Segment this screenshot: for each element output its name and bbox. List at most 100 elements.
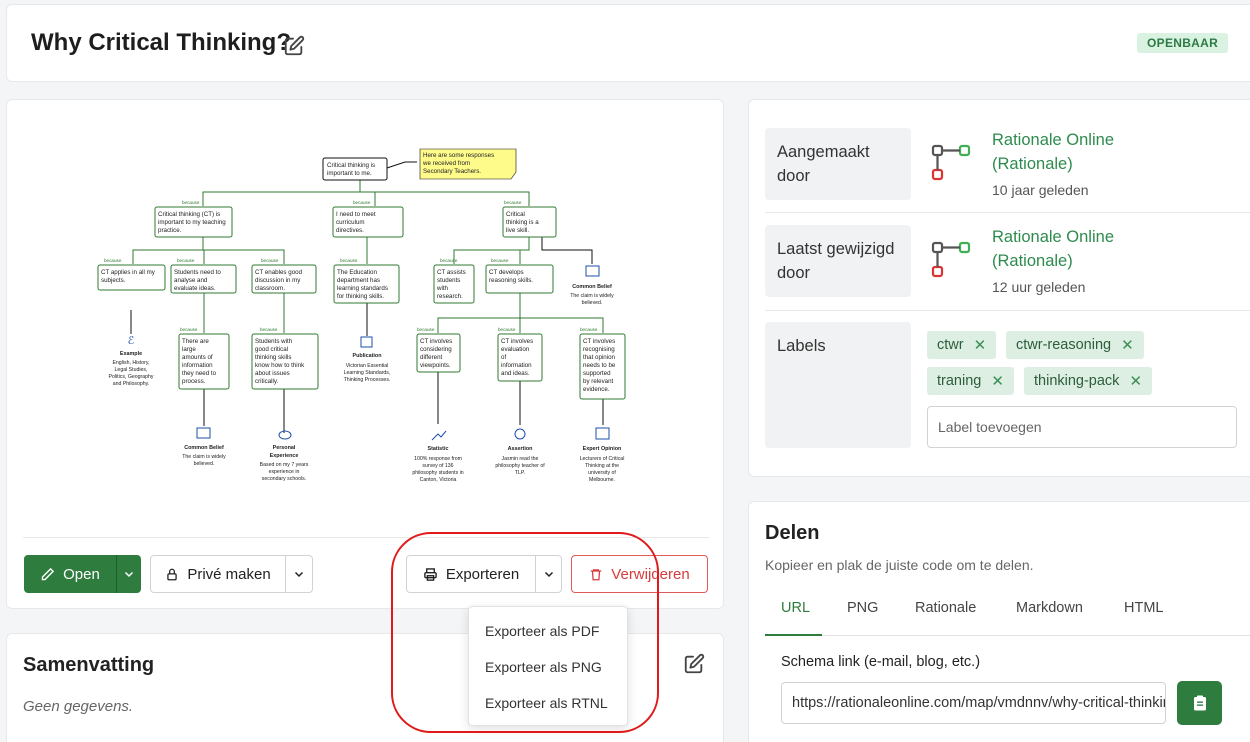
tab-divider	[765, 635, 1250, 636]
svg-text:information: information	[182, 362, 213, 369]
svg-text:Here are some responses: Here are some responses	[423, 152, 494, 159]
tag-chip: traning✕	[927, 367, 1014, 395]
svg-text:they need to: they need to	[182, 370, 217, 377]
map-reason[interactable]: CT assists students with research.	[433, 264, 475, 304]
map-connectors	[130, 161, 604, 433]
common-belief-icon	[196, 427, 211, 439]
user-graph-icon	[931, 241, 971, 278]
open-button[interactable]: Open	[24, 555, 116, 593]
chevron-down-icon	[124, 571, 134, 578]
map-reason[interactable]: The Education department has learning st…	[333, 264, 400, 304]
svg-text:Publication: Publication	[352, 353, 381, 359]
map-evidence[interactable]: Personal Experience Based on my 7 years …	[260, 430, 309, 482]
edit-title-icon[interactable]	[283, 35, 305, 57]
map-reason[interactable]: CT develops reasoning skills.	[485, 264, 554, 294]
map-note[interactable]: Here are some responses we received from…	[419, 148, 517, 180]
map-evidence[interactable]: ℰ Example English, History, Legal Studie…	[109, 335, 154, 387]
map-reason[interactable]: Critical thinking is a live skill.	[502, 206, 557, 238]
svg-text:Example: Example	[120, 351, 142, 357]
tab-png[interactable]: PNG	[847, 600, 879, 616]
tab-rationale[interactable]: Rationale	[915, 600, 977, 616]
tab-url[interactable]: URL	[781, 600, 811, 616]
export-pdf-item[interactable]: Exporteer als PDF	[485, 623, 600, 639]
svg-text:analyse and: analyse and	[174, 277, 208, 284]
svg-text:critically.: critically.	[255, 378, 279, 385]
map-reason[interactable]: Critical thinking (CT) is important to m…	[154, 206, 233, 238]
map-evidence[interactable]: Common Belief The claim is widely believ…	[182, 427, 226, 467]
export-rtnl-item[interactable]: Exporteer als RTNL	[485, 695, 608, 711]
map-info-card: Aangemaakt door Rationale Online (Ration…	[748, 99, 1250, 477]
delete-button[interactable]: Verwijderen	[571, 555, 708, 593]
private-dropdown-toggle[interactable]	[286, 555, 313, 593]
svg-text:know how to think: know how to think	[255, 362, 305, 369]
svg-text:believed.: believed.	[582, 300, 603, 306]
svg-text:that opinion: that opinion	[583, 354, 616, 361]
svg-text:Critical thinking (CT) is: Critical thinking (CT) is	[158, 211, 220, 218]
close-icon[interactable]: ✕	[991, 373, 1004, 390]
tab-markdown[interactable]: Markdown	[1016, 600, 1083, 616]
svg-text:CT enables good: CT enables good	[255, 269, 303, 276]
svg-text:reasoning skills.: reasoning skills.	[489, 277, 533, 284]
visibility-badge: OPENBAAR	[1137, 33, 1229, 53]
map-reason[interactable]: CT involves considering different viewpo…	[416, 333, 461, 373]
map-reason[interactable]: There are large amounts of information t…	[178, 333, 230, 390]
svg-text:research.: research.	[437, 293, 463, 300]
publication-icon	[360, 336, 373, 348]
tag-label: ctwr-reasoning	[1016, 337, 1112, 353]
svg-text:Assertion: Assertion	[508, 446, 533, 452]
export-button[interactable]: Exporteren	[406, 555, 536, 593]
assertion-icon	[514, 428, 526, 440]
svg-text:The claim is widely: The claim is widely	[182, 454, 226, 460]
map-reason[interactable]: CT applies in all my subjects.	[97, 264, 166, 291]
export-png-item[interactable]: Exporteer als PNG	[485, 659, 602, 675]
add-label-input[interactable]	[927, 406, 1237, 448]
created-by-user[interactable]: Rationale Online (Rationale)	[992, 131, 1114, 173]
map-reason[interactable]: Students with good critical thinking ski…	[251, 333, 319, 390]
svg-text:Legal Studies,: Legal Studies,	[115, 367, 148, 373]
svg-text:supported: supported	[583, 370, 611, 377]
svg-text:students: students	[437, 277, 460, 284]
close-icon[interactable]: ✕	[973, 337, 987, 354]
export-dropdown-toggle[interactable]	[536, 555, 562, 593]
svg-text:learning standards: learning standards	[337, 285, 388, 292]
because-label: because	[180, 327, 198, 332]
make-private-button[interactable]: Privé maken	[150, 555, 286, 593]
map-evidence[interactable]: Expert Opinion Lecturers of Critical Thi…	[580, 427, 625, 483]
modified-by-user[interactable]: Rationale Online (Rationale)	[992, 228, 1114, 270]
svg-text:we received from: we received from	[422, 160, 470, 167]
map-reason[interactable]: I need to meet curriculum directives.	[332, 206, 404, 238]
share-card: Delen Kopieer en plak de juiste code om …	[748, 501, 1250, 742]
tab-html[interactable]: HTML	[1124, 600, 1164, 616]
map-root-claim[interactable]: Critical thinking is important to me.	[322, 157, 388, 181]
schema-link-label: Schema link (e-mail, blog, etc.)	[781, 654, 981, 670]
svg-text:Common Belief: Common Belief	[572, 284, 612, 290]
svg-text:thinking is a: thinking is a	[506, 219, 539, 226]
divider	[23, 537, 709, 538]
svg-text:survey of 136: survey of 136	[422, 463, 453, 469]
svg-text:recognising: recognising	[583, 346, 615, 353]
svg-text:amounts of: amounts of	[182, 354, 213, 361]
map-reason[interactable]: Students need to analyse and evaluate id…	[170, 264, 237, 294]
schema-link-field[interactable]	[781, 682, 1166, 724]
argument-map[interactable]: because because because because because …	[7, 100, 725, 540]
map-evidence[interactable]: Publication Victorian Essential Learning…	[344, 336, 391, 383]
map-reason[interactable]: CT involves recognising that opinion nee…	[579, 333, 626, 400]
map-evidence[interactable]: Assertion Jasmin read the philosophy tea…	[495, 428, 545, 476]
map-evidence[interactable]: Statistic 100% response from survey of 1…	[412, 430, 464, 483]
svg-text:Experience: Experience	[270, 453, 299, 459]
open-dropdown-toggle[interactable]	[116, 555, 141, 593]
map-evidence[interactable]: Common Belief The claim is widely believ…	[570, 265, 614, 306]
close-icon[interactable]: ✕	[1129, 373, 1143, 390]
close-icon[interactable]: ✕	[1121, 337, 1134, 354]
svg-text:for thinking skills.: for thinking skills.	[337, 293, 384, 300]
map-reason[interactable]: CT enables good discussion in my classro…	[251, 264, 317, 294]
svg-text:and ideas.: and ideas.	[501, 370, 530, 377]
svg-text:philosophy students in: philosophy students in	[412, 470, 463, 476]
copy-link-button[interactable]	[1177, 681, 1222, 725]
svg-text:I need to meet: I need to meet	[336, 211, 376, 218]
svg-text:classroom.: classroom.	[255, 285, 285, 292]
summary-title: Samenvatting	[23, 654, 155, 676]
svg-text:Victorian Essential: Victorian Essential	[346, 363, 389, 369]
edit-summary-icon[interactable]	[683, 653, 705, 675]
map-reason[interactable]: CT involves evaluation of information an…	[497, 333, 543, 382]
